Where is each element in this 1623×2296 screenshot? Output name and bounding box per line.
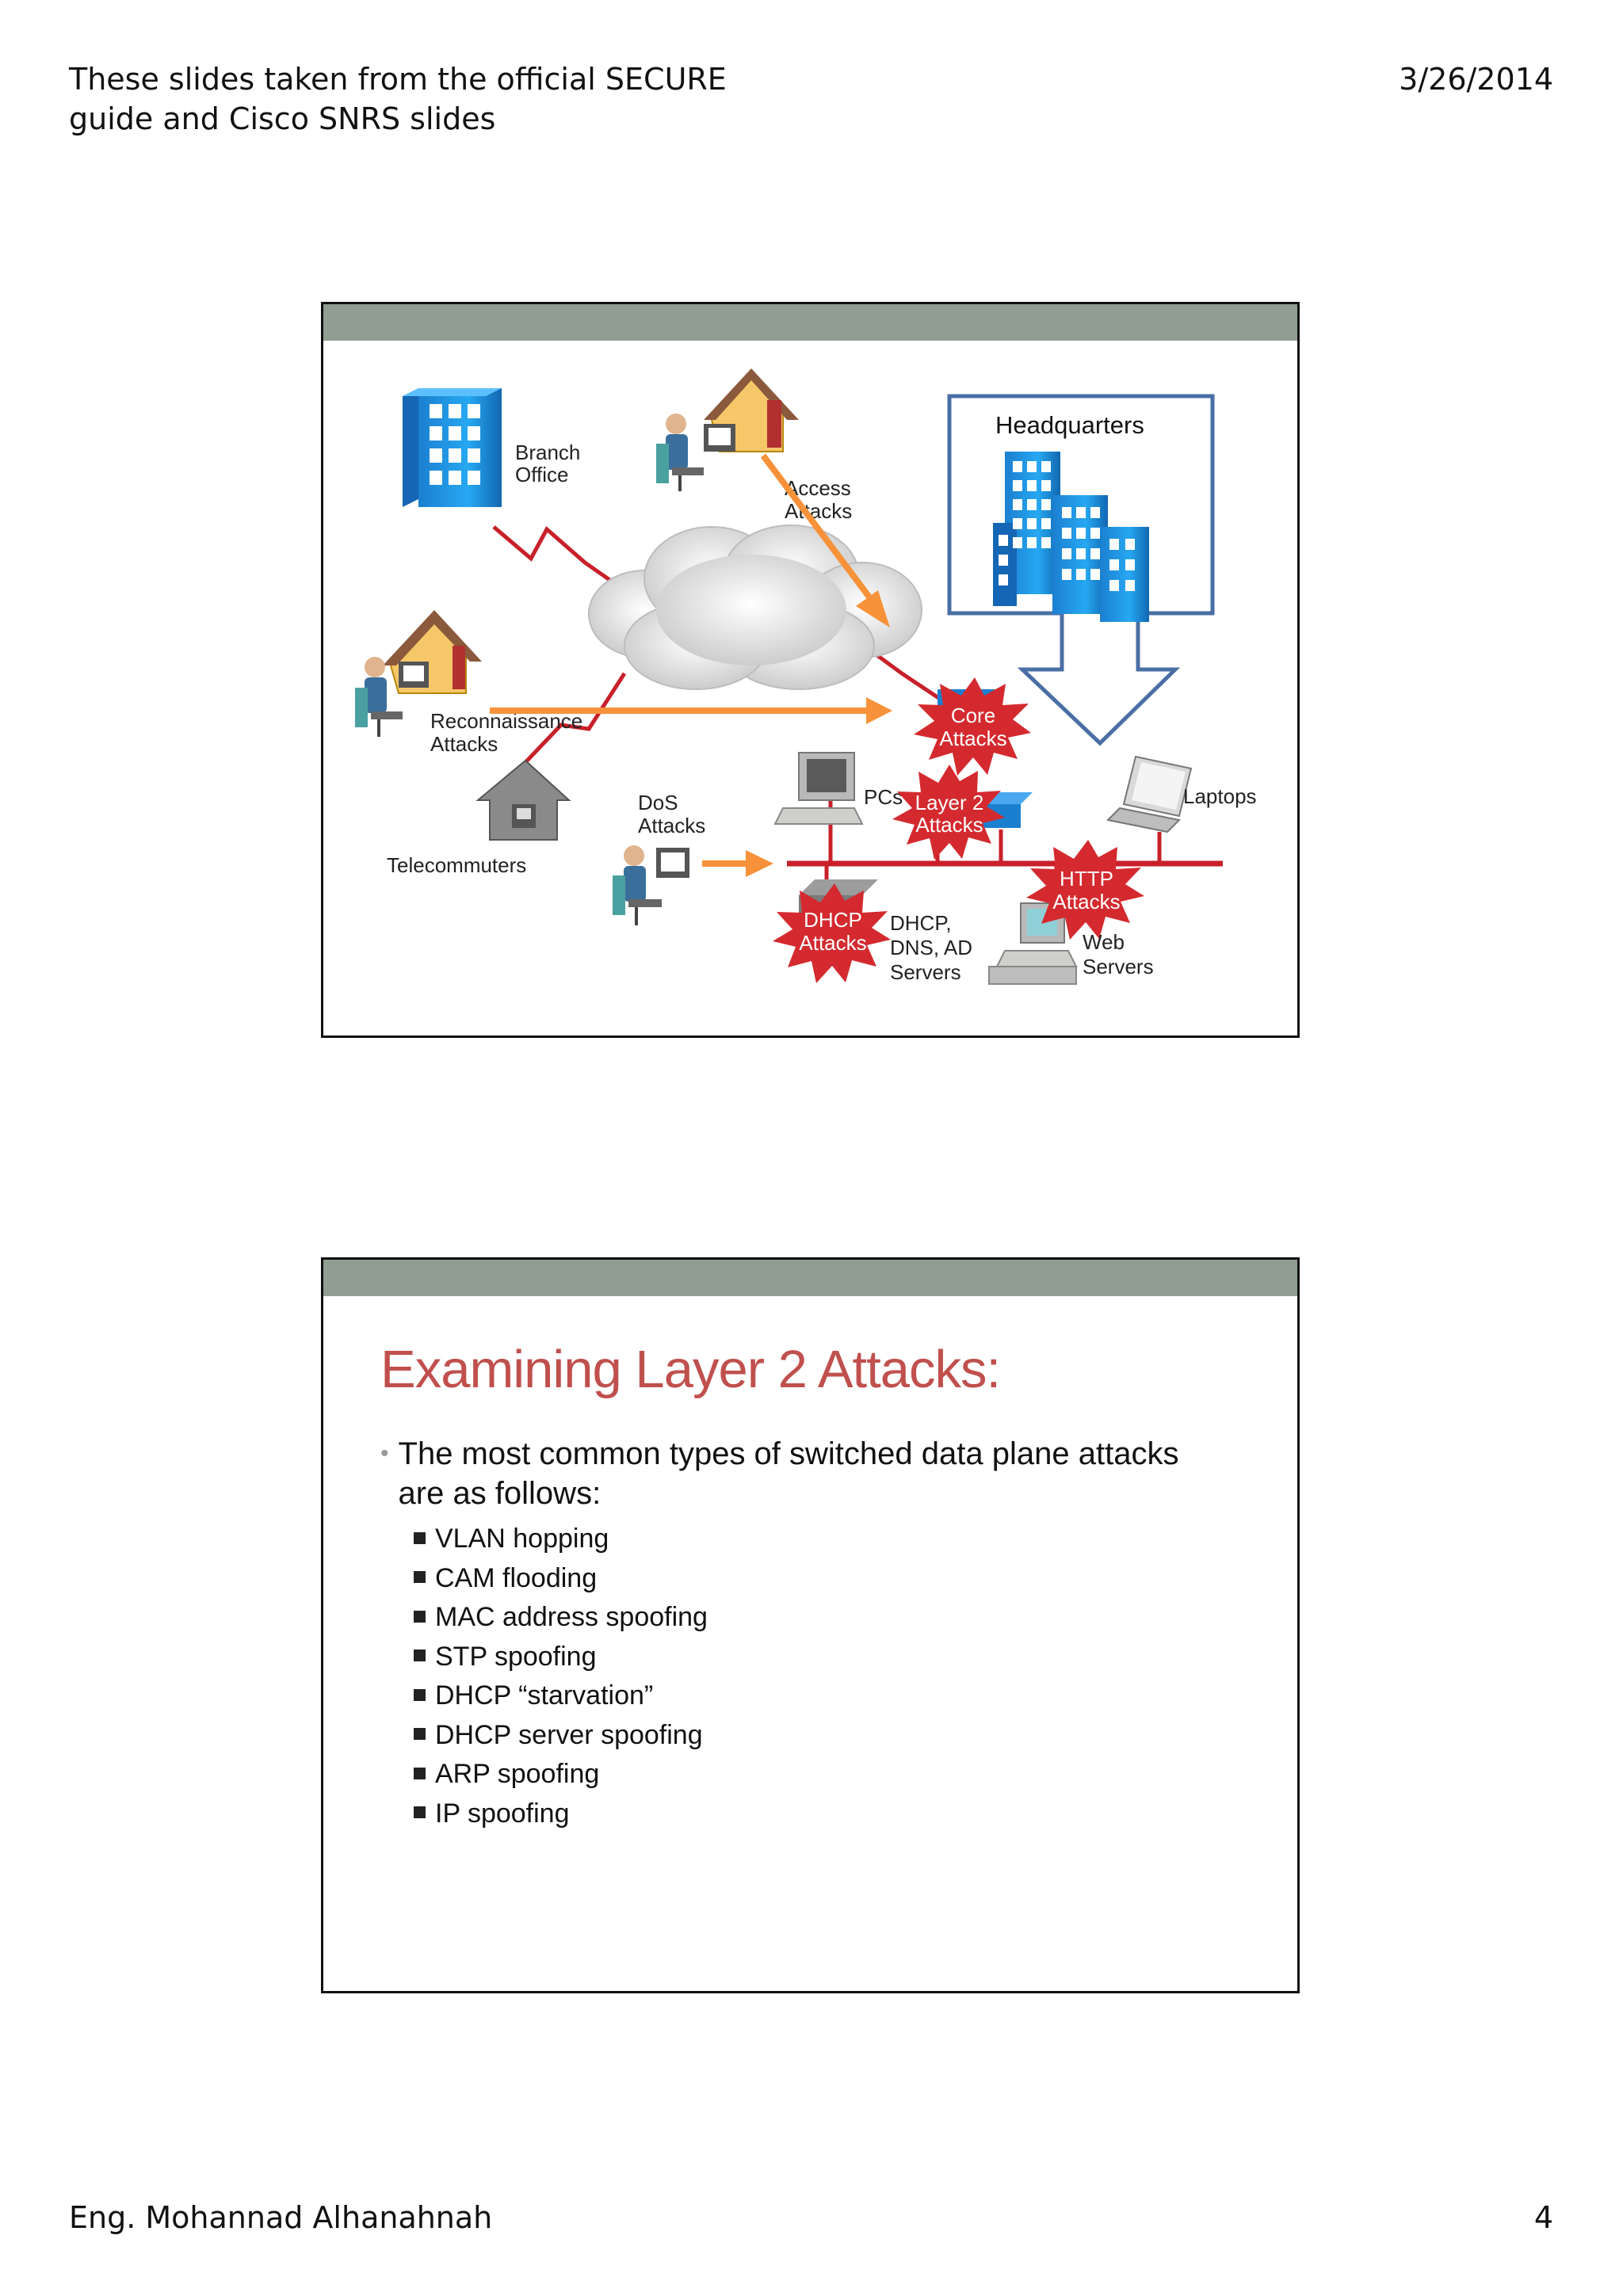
list-item-label: DHCP “starvation” [435,1680,654,1711]
slide-header-band [323,1260,1297,1296]
list-item: DHCP server spoofing [414,1716,1252,1756]
telecommuter-home-icon [475,759,571,841]
recon-attack-arrow [490,697,892,724]
label-http-attacks-1: HTTP [1060,867,1113,891]
slide-header-band [323,304,1297,341]
footer-author: Eng. Mohannad Alhanahnah [69,2200,493,2235]
dhcp-attacks-burst [773,883,891,983]
label-pcs: PCs [864,785,903,809]
label-dhcp-servers-2: DNS, AD [890,936,972,959]
list-item: IP spoofing [414,1794,1252,1834]
square-bullet-icon [414,1571,426,1584]
list-item-label: MAC address spoofing [435,1602,708,1632]
list-item-label: DHCP server spoofing [435,1719,703,1750]
access-attacker-home-icon [656,368,799,491]
label-web-servers-2: Servers [1083,955,1154,978]
label-laptops: Laptops [1183,784,1257,808]
label-recon-attacks-2: Attacks [430,732,498,756]
list-item-label: CAM flooding [435,1562,598,1593]
bullet-dot-icon: • [380,1440,389,1466]
header-date: 3/26/2014 [1399,62,1553,97]
list-item: STP spoofing [414,1638,1252,1677]
list-item: MAC address spoofing [414,1598,1252,1638]
lead-text: The most common types of switched data p… [398,1436,1179,1511]
label-headquarters: Headquarters [995,411,1144,439]
label-branch-office-2: Office [515,463,568,486]
list-item-label: ARP spoofing [435,1759,600,1789]
list-item-label: STP spoofing [435,1641,597,1672]
list-item: VLAN hopping [414,1520,1252,1559]
label-dos-attacks-2: Attacks [638,814,705,837]
http-attacks-burst [1026,840,1144,940]
core-attacks-burst [914,677,1031,776]
list-item-label: VLAN hopping [435,1524,609,1554]
slide-network-diagram: Branch Office Access Attacks Headquart [321,302,1300,1038]
network-attack-diagram: Branch Office Access Attacks Headquart [355,368,1257,985]
slide-layer2-attacks: Examining Layer 2 Attacks: • The most co… [321,1257,1300,1993]
square-bullet-icon [414,1531,426,1544]
label-dos-attacks-1: DoS [638,791,678,814]
square-bullet-icon [414,1650,426,1662]
label-dhcp-attacks-1: DHCP [804,908,862,932]
label-web-servers-1: Web [1083,930,1125,954]
slide-body: • The most common types of switched data… [380,1434,1252,1833]
label-core-attacks-1: Core [951,704,995,727]
pc-icon [773,752,864,825]
square-bullet-icon [414,1767,426,1779]
label-layer2-attacks-2: Attacks [915,813,983,837]
layer2-attacks-burst [892,765,1005,860]
attack-type-list: VLAN hopping CAM flooding MAC address sp… [380,1520,1252,1833]
list-item: DHCP “starvation” [414,1676,1252,1716]
list-item: CAM flooding [414,1559,1252,1599]
header-note-line2: guide and Cisco SNRS slides [69,101,496,136]
header-note-line1: These slides taken from the official SEC… [69,62,727,97]
square-bullet-icon [414,1688,426,1701]
headquarters-building-icon [993,452,1149,622]
footer-page-number: 4 [1533,2200,1553,2235]
slide-title: Examining Layer 2 Attacks: [380,1340,1001,1399]
access-attack-arrow [760,453,890,627]
label-dhcp-servers-1: DHCP, [890,911,952,935]
label-branch-office-1: Branch [515,441,580,464]
dos-attack-arrow [702,850,773,877]
list-item-label: IP spoofing [435,1798,570,1829]
lead-bullet: • The most common types of switched data… [380,1434,1252,1513]
square-bullet-icon [414,1806,426,1819]
square-bullet-icon [414,1610,426,1623]
branch-office-building-icon [403,388,502,507]
web-server-icon [988,902,1078,985]
label-core-attacks-2: Attacks [939,727,1006,750]
label-http-attacks-2: Attacks [1052,890,1120,913]
internet-cloud-icon [588,524,922,690]
label-dhcp-servers-3: Servers [890,960,961,984]
label-dhcp-attacks-2: Attacks [799,931,866,955]
square-bullet-icon [414,1728,426,1741]
recon-attacker-home-icon [355,610,482,737]
label-layer2-attacks-1: Layer 2 [915,791,984,814]
dos-attacker-icon [613,845,689,925]
laptop-icon [1106,755,1193,833]
label-telecommuters: Telecommuters [387,853,526,877]
list-item: ARP spoofing [414,1755,1252,1794]
